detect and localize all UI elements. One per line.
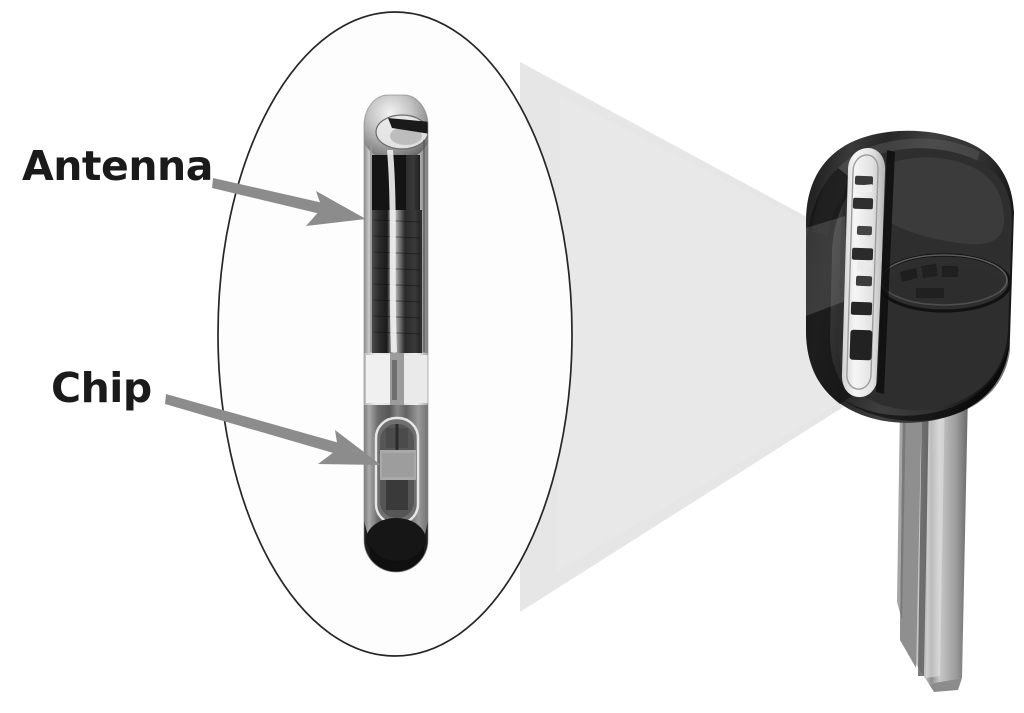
glass-transponder bbox=[363, 94, 429, 573]
key-blade bbox=[897, 392, 968, 692]
key-insert-strip bbox=[841, 148, 886, 398]
antenna-arrow bbox=[212, 178, 366, 226]
transponder-car-key bbox=[806, 130, 1014, 692]
key-head bbox=[806, 130, 1014, 423]
zoom-cone bbox=[520, 62, 848, 612]
label-antenna: Antenna bbox=[22, 142, 213, 190]
label-chip: Chip bbox=[51, 364, 152, 412]
chip-arrow bbox=[165, 394, 381, 465]
